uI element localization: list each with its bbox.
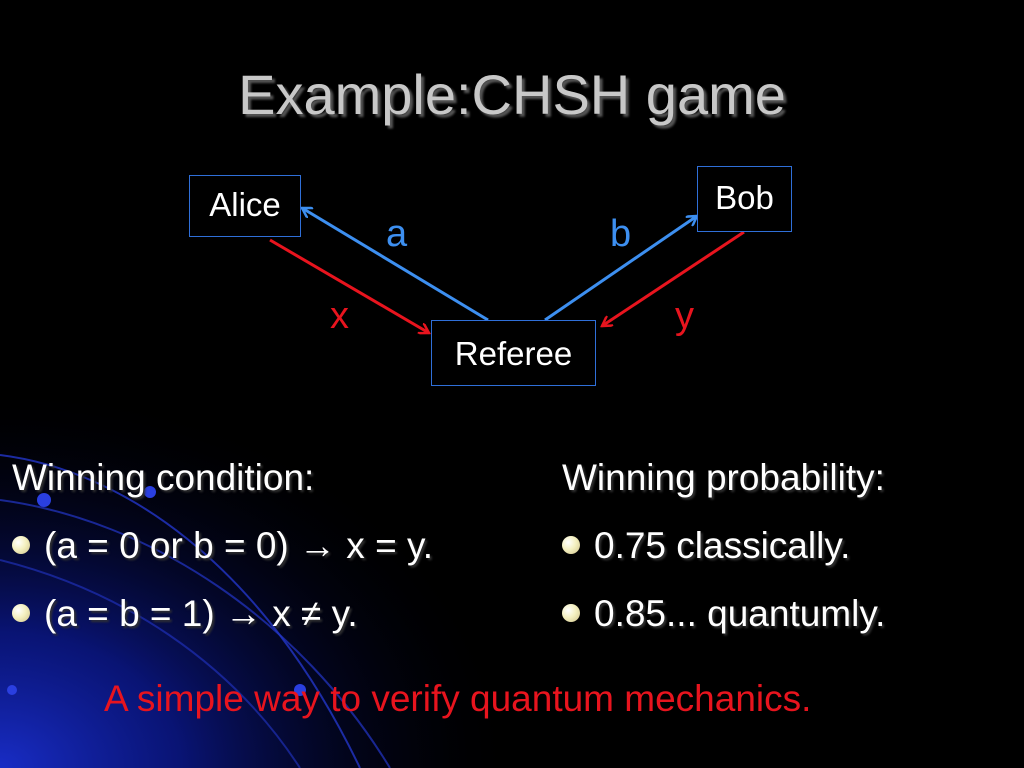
list-item: 0.85... quantumly. bbox=[562, 580, 885, 648]
node-alice: Alice bbox=[189, 175, 301, 237]
condition-text: (a = b = 1) → x ≠ y. bbox=[44, 593, 358, 634]
condition-text: (a = 0 or b = 0) → x = y. bbox=[44, 525, 434, 566]
arrow-alice-to-referee bbox=[269, 238, 429, 333]
bullet-dot-icon bbox=[562, 536, 580, 554]
bullet-dot-icon bbox=[562, 604, 580, 622]
tagline: A simple way to verify quantum mechanics… bbox=[104, 678, 812, 719]
arrow-referee-to-alice bbox=[302, 206, 489, 322]
edge-label-y: y bbox=[675, 295, 694, 337]
list-item: (a = 0 or b = 0) → x = y. bbox=[12, 512, 433, 580]
node-referee: Referee bbox=[431, 320, 596, 386]
probability-text: 0.75 classically. bbox=[594, 525, 851, 566]
arrow-referee-to-bob bbox=[544, 216, 697, 322]
winning-condition-column: Winning condition: (a = 0 or b = 0) → x … bbox=[12, 444, 433, 648]
edge-label-x: x bbox=[330, 295, 349, 337]
background-dot bbox=[7, 685, 17, 695]
list-item: 0.75 classically. bbox=[562, 512, 885, 580]
diagram-arrows bbox=[269, 206, 745, 420]
probability-text: 0.85... quantumly. bbox=[594, 593, 886, 634]
winning-probability-column: Winning probability: 0.75 classically. 0… bbox=[562, 444, 885, 648]
node-bob: Bob bbox=[697, 166, 792, 232]
bullet-dot-icon bbox=[12, 604, 30, 622]
winning-probability-heading: Winning probability: bbox=[562, 457, 885, 498]
edge-label-b: b bbox=[610, 213, 632, 255]
list-item: (a = b = 1) → x ≠ y. bbox=[12, 580, 433, 648]
arrow-bob-to-referee bbox=[602, 230, 745, 326]
edge-label-a: a bbox=[386, 213, 408, 255]
chsh-diagram: Alice Bob Referee a b x y bbox=[189, 166, 792, 420]
slide-title: Example:CHSH game bbox=[238, 63, 786, 126]
bullet-dot-icon bbox=[12, 536, 30, 554]
winning-condition-heading: Winning condition: bbox=[12, 457, 315, 498]
